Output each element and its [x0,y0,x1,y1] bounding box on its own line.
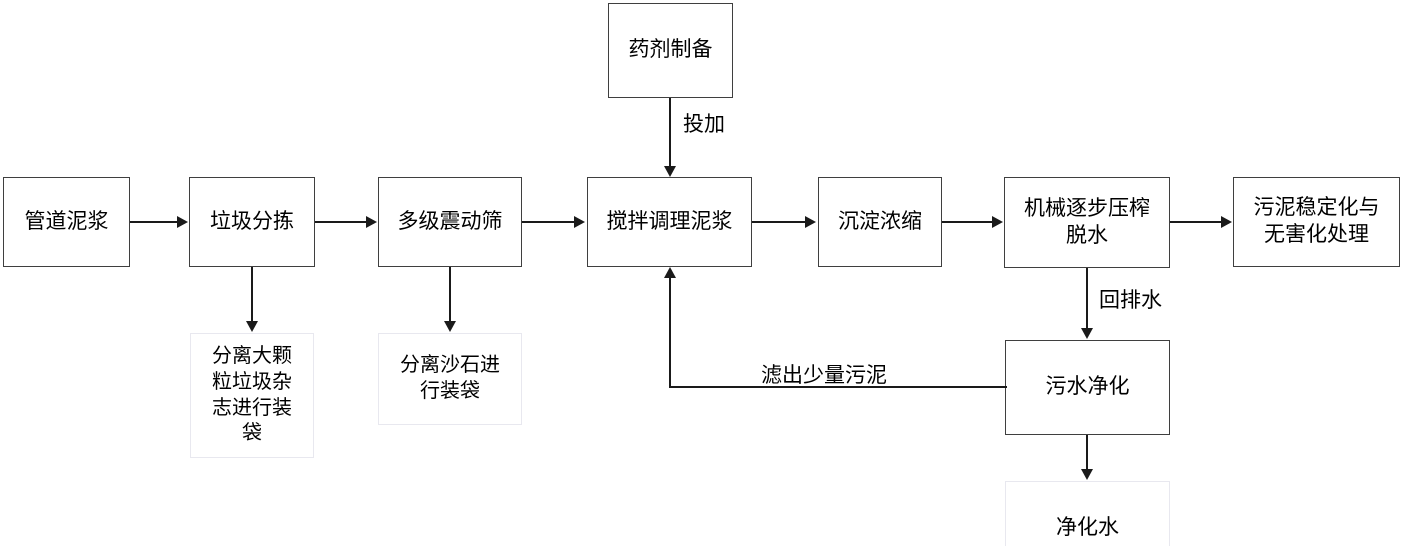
node-multistage-vibrating-screen[interactable]: 多级震动筛 [378,177,522,267]
edge-screen-to-sand-bagging [449,267,451,323]
node-garbage-sorting[interactable]: 垃圾分拣 [189,177,315,267]
edge-sorting-to-screen [315,221,366,223]
edge-pressing-to-purification [1086,268,1088,330]
edge-purification-to-stir-vertical [669,277,671,387]
edge-purification-to-purified-water [1086,435,1088,471]
node-purified-water[interactable]: 净化水 [1005,481,1170,546]
arrowhead-reagent-to-stir [664,166,676,177]
edge-sedimentation-to-pressing [942,221,992,223]
edge-label-return-drainage: 回排水 [1099,289,1162,312]
edge-label-filtered-sludge: 滤出少量污泥 [757,365,891,386]
arrowhead-slurry-to-sorting [177,216,188,228]
arrowhead-pressing-to-stabilization [1221,216,1232,228]
arrowhead-pressing-to-purification [1081,328,1093,339]
node-separate-sand-gravel-bagging[interactable]: 分离沙石进 行装袋 [378,333,522,425]
edge-slurry-to-sorting [130,221,178,223]
node-sludge-stabilization-treatment[interactable]: 污泥稳定化与 无害化处理 [1233,177,1400,267]
node-reagent-preparation[interactable]: 药剂制备 [608,3,733,98]
edge-pressing-to-stabilization [1170,221,1221,223]
arrowhead-screen-to-sand-bagging [444,321,456,332]
edge-stir-to-sedimentation [752,221,805,223]
edge-screen-to-stir [522,221,575,223]
edge-sorting-to-bagging [251,267,253,323]
edge-label-dosing: 投加 [683,113,725,136]
node-sedimentation-thickening[interactable]: 沉淀浓缩 [818,177,942,267]
arrowhead-stir-to-sedimentation [805,216,816,228]
node-separate-large-particle-garbage-bagging[interactable]: 分离大颗 粒垃圾杂 志进行装 袋 [190,333,314,458]
edge-reagent-to-stir [669,98,671,168]
arrowhead-screen-to-stir [574,216,585,228]
arrowhead-sorting-to-bagging [246,321,258,332]
arrowhead-sorting-to-screen [366,216,377,228]
arrowhead-purification-to-stir [664,267,676,278]
node-sewage-purification[interactable]: 污水净化 [1005,340,1170,435]
node-mechanical-pressing-dewatering[interactable]: 机械逐步压榨 脱水 [1004,177,1170,268]
edge-purification-to-stir-horizontal [669,386,1007,388]
node-stir-conditioning-slurry[interactable]: 搅拌调理泥浆 [587,177,752,267]
arrowhead-purification-to-purified-water [1081,469,1093,480]
arrowhead-sedimentation-to-pressing [992,216,1003,228]
node-pipeline-slurry[interactable]: 管道泥浆 [3,177,130,267]
